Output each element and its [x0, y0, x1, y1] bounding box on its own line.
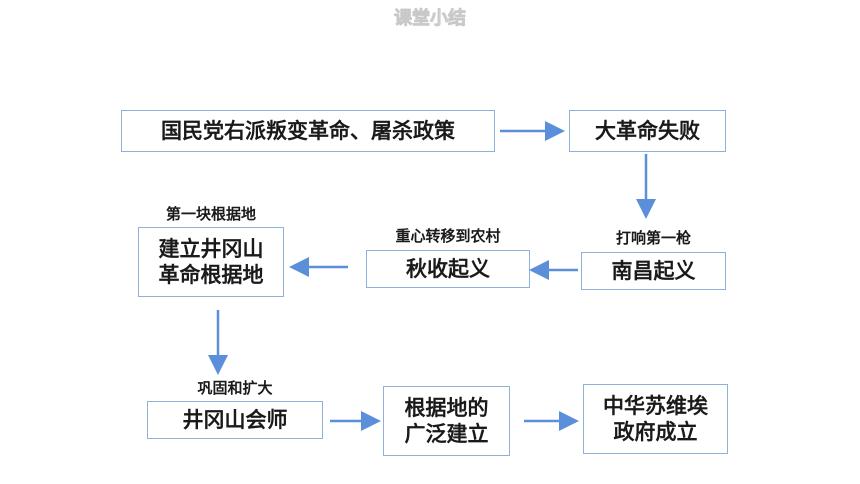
node-jinggangshan-line2: 革命根据地	[158, 263, 264, 287]
node-policy-text: 国民党右派叛变革命、屠杀政策	[161, 118, 455, 143]
node-autumn-text: 秋收起义	[406, 256, 490, 281]
node-nanchang-text: 南昌起义	[611, 258, 696, 283]
caption-autumn: 重心转移到农村	[395, 227, 501, 245]
node-failure-text: 大革命失败	[595, 118, 700, 143]
node-bases: 根据地的 广泛建立	[383, 386, 510, 456]
node-meeting: 井冈山会师	[147, 401, 323, 439]
node-meeting-text: 井冈山会师	[182, 407, 288, 432]
node-jinggangshan-line1: 建立井冈山	[158, 236, 264, 261]
node-nanchang: 南昌起义	[581, 252, 726, 290]
node-failure: 大革命失败	[569, 110, 726, 152]
caption-meeting: 巩固和扩大	[197, 379, 273, 397]
node-soviet: 中华苏维埃 政府成立	[583, 384, 728, 454]
node-bases-line1: 根据地的	[404, 395, 489, 420]
caption-jinggangshan: 第一块根据地	[165, 205, 256, 223]
caption-nanchang: 打响第一枪	[615, 229, 691, 247]
node-jinggangshan: 建立井冈山 革命根据地	[138, 227, 284, 297]
node-soviet-line2: 政府成立	[613, 420, 698, 444]
node-autumn: 秋收起义	[366, 250, 530, 288]
node-bases-line2: 广泛建立	[404, 422, 489, 446]
node-policy: 国民党右派叛变革命、屠杀政策	[121, 110, 495, 152]
page-title: 课堂小结	[394, 8, 467, 30]
node-soviet-line1: 中华苏维埃	[603, 393, 708, 418]
